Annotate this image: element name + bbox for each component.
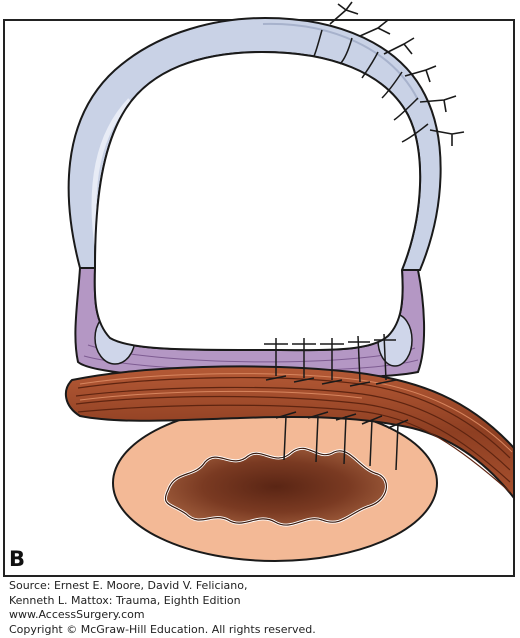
esophagus (112, 404, 438, 562)
source-url: www.AccessSurgery.com (9, 608, 145, 621)
source-line: Source: Ernest E. Moore, David V. Felici… (9, 579, 248, 592)
copyright-line: Copyright © McGraw-Hill Education. All r… (9, 622, 316, 636)
source-credit: Source: Ernest E. Moore, David V. Felici… (9, 579, 514, 637)
illustration-figure (3, 1, 515, 577)
flap-sutures (264, 333, 409, 471)
source-line: Kenneth L. Mattox: Trauma, Eighth Editio… (9, 593, 241, 607)
panel-label: B (9, 547, 26, 571)
cartilage-sutures (329, 1, 465, 146)
trachea-cartilage-ring (67, 16, 442, 352)
